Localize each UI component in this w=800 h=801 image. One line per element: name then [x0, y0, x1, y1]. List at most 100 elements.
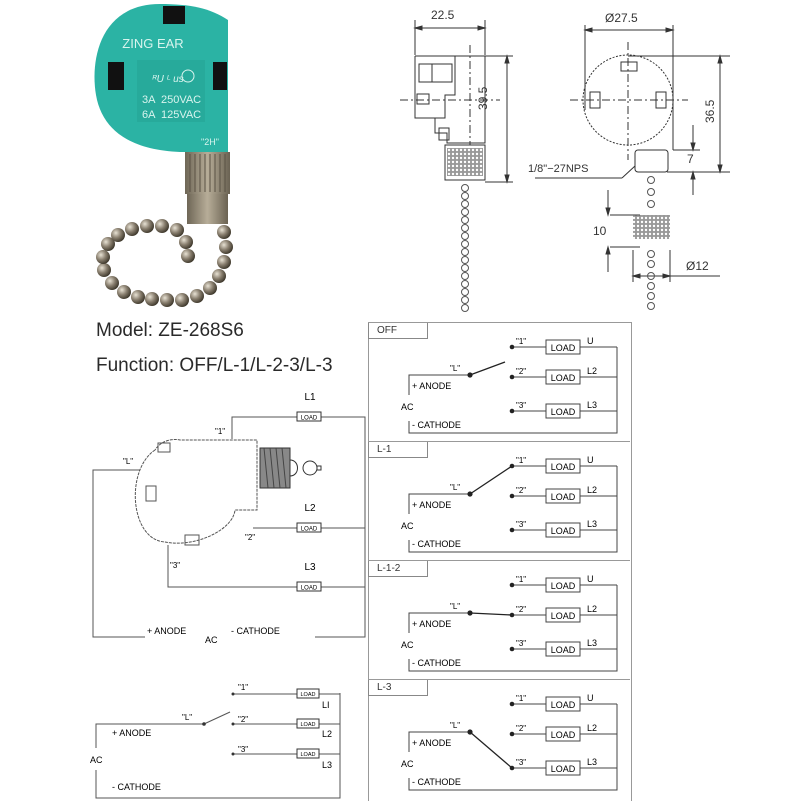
anode-label: + ANODE	[412, 738, 451, 748]
terminal-label: "3"	[516, 639, 526, 648]
switch-lever	[469, 612, 513, 616]
knurled-knob	[633, 215, 670, 239]
ac-label: AC	[205, 635, 218, 645]
terminal-dot	[509, 527, 515, 533]
output-3-label: L3	[322, 760, 332, 770]
cathode-label: - CATHODE	[412, 420, 461, 430]
cathode-wire	[408, 466, 618, 553]
panel-title: L-1	[368, 442, 428, 458]
rating-line-1: 3A 250VAC	[142, 94, 201, 106]
load-box	[545, 522, 581, 538]
terminal-label: "2"	[516, 605, 526, 614]
terminal-label: "1"	[516, 575, 526, 584]
output-label: U	[587, 336, 594, 346]
chain-drawing	[461, 184, 469, 312]
l3-label: L3	[304, 562, 316, 573]
schematic-load-2: LOAD	[296, 718, 320, 729]
output-label: L2	[587, 604, 597, 614]
terminal-dot	[509, 374, 515, 380]
ac-label: AC	[401, 640, 414, 650]
cathode-label: - CATHODE	[412, 539, 461, 549]
threaded-shaft	[259, 447, 322, 489]
schematic-load-1: LOAD	[296, 688, 320, 699]
load-box	[545, 458, 581, 474]
front-view-drawing	[535, 25, 730, 310]
terminal-1-label: "1"	[238, 683, 248, 692]
terminal-label: "1"	[516, 456, 526, 465]
knurled-knob	[444, 144, 486, 181]
load-label: LOAD	[551, 343, 576, 353]
terminal-l-label: "L"	[450, 602, 460, 611]
output-label: L2	[587, 723, 597, 733]
thread-spec-label: 1/8"−27NPS	[528, 163, 589, 175]
load-l2: LOAD	[296, 522, 322, 533]
side-height-label: 39.5	[476, 86, 490, 110]
load-label: LOAD	[551, 700, 576, 710]
terminal-3-label: "3"	[170, 561, 180, 570]
schematic-load-3: LOAD	[296, 748, 320, 759]
knob-diameter-label: Ø12	[686, 259, 709, 273]
load-label: LOAD	[551, 462, 576, 472]
anode-wire	[408, 374, 470, 395]
output-label: L2	[587, 366, 597, 376]
terminal-label: "1"	[516, 694, 526, 703]
cathode-wire	[408, 347, 618, 434]
l1-label: L1	[304, 392, 316, 403]
load-label: LOAD	[551, 373, 576, 383]
svg-text:LOAD: LOAD	[301, 752, 316, 758]
output-label: L3	[587, 519, 597, 529]
rating-line-2: 6A 125VAC	[142, 109, 201, 121]
output-label: U	[587, 693, 594, 703]
terminal-label: "3"	[516, 520, 526, 529]
product-photo: ZING EAR ᴿU ᴸ us 3A 250VAC 6A 125VAC "2H…	[94, 4, 233, 307]
load-label: LOAD	[551, 526, 576, 536]
output-label: L3	[587, 400, 597, 410]
pull-chain	[96, 219, 233, 307]
svg-text:LOAD: LOAD	[301, 416, 318, 422]
anode-wire	[408, 612, 470, 633]
threaded-shaft	[185, 152, 230, 224]
load-box	[545, 607, 581, 623]
terminal-label: "3"	[516, 758, 526, 767]
svg-text:LOAD: LOAD	[301, 692, 316, 698]
switch-lever	[469, 731, 513, 769]
load-label: LOAD	[551, 730, 576, 740]
cathode-label: - CATHODE	[412, 777, 461, 787]
load-box	[545, 760, 581, 776]
switch-schematic: LOAD LOAD LOAD LI L2 L3 "L" "1" "2" "3" …	[90, 683, 341, 799]
svg-text:LOAD: LOAD	[301, 586, 318, 592]
terminal-label: "3"	[516, 401, 526, 410]
svg-text:LOAD: LOAD	[301, 527, 318, 533]
switch-lever	[469, 465, 513, 495]
terminal-dot	[509, 344, 515, 350]
load-label: LOAD	[551, 645, 576, 655]
code-label: "2H"	[201, 137, 219, 147]
panel-title: OFF	[368, 323, 428, 339]
terminal-2-label: "2"	[238, 715, 248, 724]
anode-label: + ANODE	[412, 619, 451, 629]
cathode-label: - CATHODE	[112, 782, 161, 792]
ul-mark-icon: ᴿU ᴸ us	[152, 74, 184, 85]
l2-label: L2	[304, 503, 316, 514]
output-label: U	[587, 574, 594, 584]
load-label: LOAD	[551, 764, 576, 774]
terminal-slot-right	[213, 62, 227, 90]
load-box	[545, 403, 581, 419]
front-height-label: 36.5	[703, 99, 717, 123]
load-box	[545, 641, 581, 657]
output-label: L3	[587, 757, 597, 767]
anode-wire	[408, 493, 470, 514]
anode-wire	[408, 731, 470, 752]
terminal-l-label: "L"	[450, 721, 460, 730]
side-width-label: 22.5	[431, 8, 455, 22]
panel-title: L-1-2	[368, 561, 428, 577]
load-label: LOAD	[551, 492, 576, 502]
terminal-dot	[509, 493, 515, 499]
terminal-label: "2"	[516, 724, 526, 733]
model-label: Model: ZE-268S6	[96, 320, 244, 341]
